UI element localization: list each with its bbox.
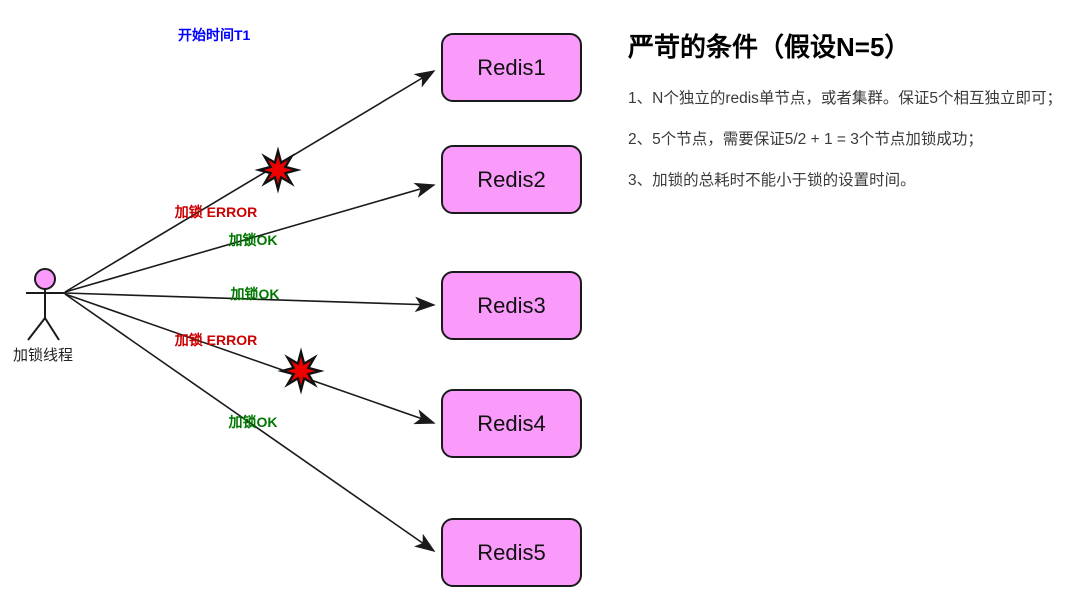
actor-figure xyxy=(26,268,65,341)
node-redis5: Redis5 xyxy=(441,518,582,587)
error-burst-icon xyxy=(280,350,322,392)
edge-result-redis2: 加锁OK xyxy=(228,232,278,248)
conditions-panel: 严苛的条件（假设N=5） 1、N个独立的redis单节点，或者集群。保证5个相互… xyxy=(628,27,1080,211)
node-redis1: Redis1 xyxy=(441,33,582,102)
edge-line-redis3 xyxy=(64,292,436,313)
condition-item-3: 3、加锁的总耗时不能小于锁的设置时间。 xyxy=(628,172,916,189)
node-redis3: Redis3 xyxy=(441,271,582,340)
edge-line-redis2 xyxy=(64,182,436,293)
start-time-label: 开始时间T1 xyxy=(178,27,251,43)
edge-result-redis3: 加锁OK xyxy=(230,286,280,302)
actor-head xyxy=(34,268,56,290)
edge-line-redis1 xyxy=(64,70,436,293)
panel-title: 严苛的条件（假设N=5） xyxy=(628,32,911,62)
edge-line-redis5 xyxy=(64,293,436,552)
edge-result-redis1: 加锁 ERROR xyxy=(174,204,258,220)
edge-result-redis5: 加锁OK xyxy=(228,414,278,430)
actor-label: 加锁线程 xyxy=(13,347,74,364)
condition-item-2: 2、5个节点，需要保证5/2 + 1 = 3个节点加锁成功； xyxy=(628,131,983,148)
error-burst-icon xyxy=(257,149,299,191)
edge-line-redis4 xyxy=(64,293,436,425)
node-redis4: Redis4 xyxy=(441,389,582,458)
node-redis2: Redis2 xyxy=(441,145,582,214)
condition-item-1: 1、N个独立的redis单节点，或者集群。保证5个相互独立即可； xyxy=(628,90,1063,107)
edge-result-redis4: 加锁 ERROR xyxy=(174,332,258,348)
